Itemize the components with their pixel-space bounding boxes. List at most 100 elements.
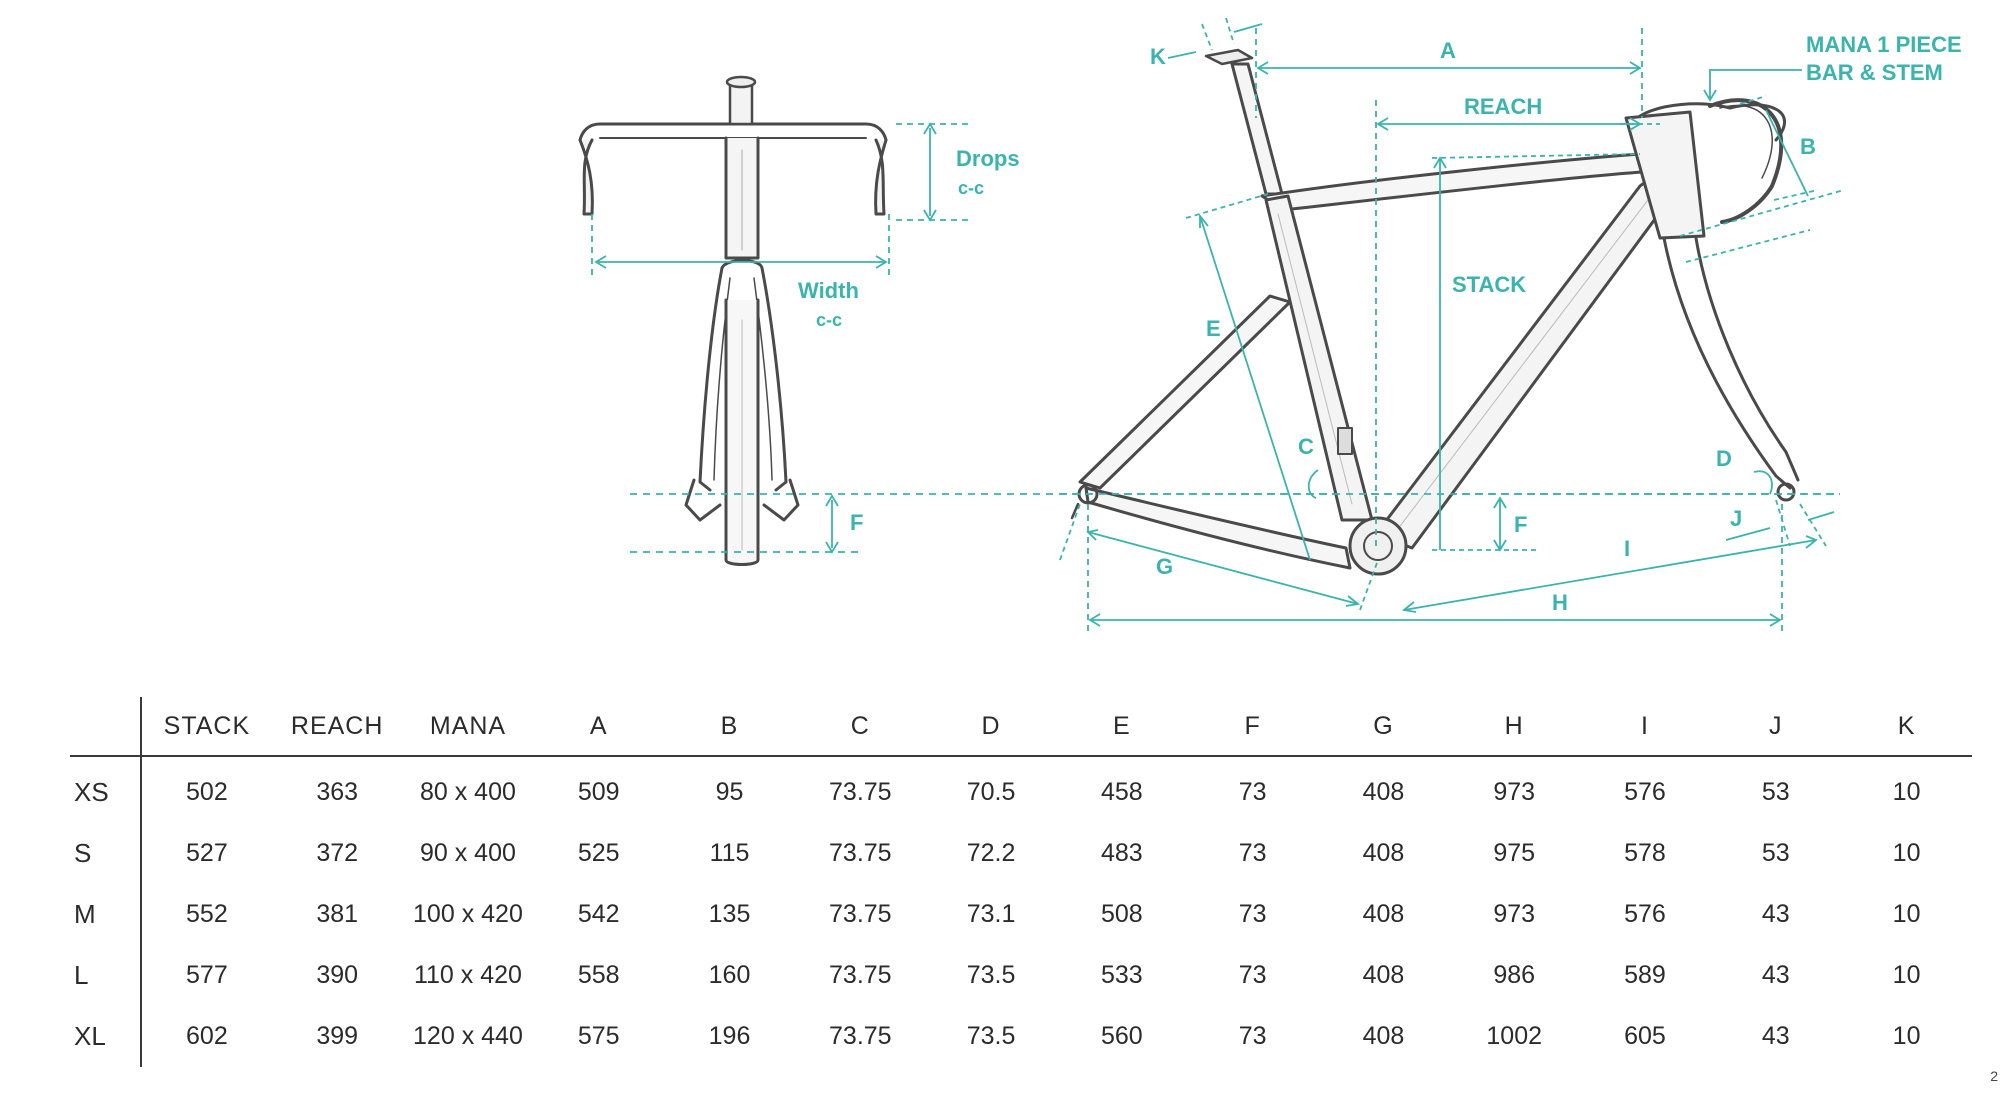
col-header-c: C <box>850 711 870 740</box>
drops-sub-label: c-c <box>958 178 984 198</box>
page-number: 2 <box>1990 1068 1998 1084</box>
k-label: K <box>1150 44 1166 69</box>
side-view-labels: K A REACH STACK B E C D J F G H I MANA 1… <box>1150 32 1962 615</box>
table-cell: 589 <box>1624 961 1666 989</box>
b-label: B <box>1800 134 1816 159</box>
width-sub-label: c-c <box>816 310 842 330</box>
table-cell: 605 <box>1624 1022 1666 1050</box>
table-cell: 552 <box>186 900 228 928</box>
table-cell: 542 <box>577 900 620 928</box>
col-header-f: F <box>1244 711 1261 740</box>
table-cell: 10 <box>1892 1022 1921 1050</box>
table-cell: 973 <box>1493 900 1536 928</box>
d-label: D <box>1716 446 1732 471</box>
col-header-b: B <box>720 711 739 740</box>
geometry-table: STACK REACH MANA A B C D E F G H I J K X… <box>70 697 1972 1067</box>
size-label: L <box>70 945 142 1006</box>
col-header-d: D <box>981 711 1001 740</box>
mana-callout-line1: MANA 1 PIECE <box>1806 32 1962 57</box>
drops-label: Drops <box>956 146 1020 171</box>
side-f-label: F <box>1514 512 1527 537</box>
table-cell: 576 <box>1624 778 1666 806</box>
table-cell: 399 <box>316 1022 359 1050</box>
table-cell: 558 <box>577 961 620 989</box>
table-cell: 10 <box>1892 778 1921 806</box>
col-header-mana: MANA <box>429 711 507 740</box>
size-label: XS <box>70 756 142 823</box>
table-cell: 576 <box>1624 900 1666 928</box>
table-cell: 73.75 <box>829 900 892 928</box>
table-cell: 458 <box>1101 778 1143 806</box>
table-cell: 160 <box>708 961 751 989</box>
table-cell: 53 <box>1761 778 1790 806</box>
front-view-drawing <box>578 75 888 566</box>
table-cell: 502 <box>186 778 228 806</box>
table-cell: 10 <box>1892 900 1921 928</box>
table-cell: 100 x 420 <box>413 900 523 928</box>
col-header-h: H <box>1504 711 1524 740</box>
table-cell: 408 <box>1362 778 1405 806</box>
table-cell: 73.1 <box>966 900 1016 928</box>
table-cell: 73.75 <box>829 961 892 989</box>
side-view-frame <box>1070 48 1800 576</box>
width-label: Width <box>798 278 859 303</box>
table-cell: 73 <box>1238 778 1267 806</box>
table-cell: 43 <box>1761 900 1790 928</box>
table-cell: 560 <box>1101 1022 1143 1050</box>
table-cell: 73 <box>1238 900 1267 928</box>
side-view-dimensions <box>1059 17 1845 636</box>
table-cell: 73 <box>1238 1022 1267 1050</box>
col-header-stack: STACK <box>163 711 251 740</box>
table-cell: 408 <box>1362 839 1405 867</box>
table-cell: 120 x 440 <box>413 1022 523 1050</box>
table-cell: 53 <box>1761 839 1790 867</box>
front-view-labels: Drops c-c Width c-c F <box>798 146 1020 535</box>
table-cell: 578 <box>1624 839 1666 867</box>
table-cell: 73.5 <box>966 961 1016 989</box>
table-cell: 508 <box>1101 900 1143 928</box>
table-cell: 73.75 <box>829 778 892 806</box>
table-cell: 527 <box>186 839 228 867</box>
col-header-i: I <box>1641 711 1649 740</box>
table-cell: 135 <box>708 900 751 928</box>
table-cell: 408 <box>1362 1022 1405 1050</box>
table-cell: 381 <box>316 900 359 928</box>
table-cell: 533 <box>1101 961 1143 989</box>
table-cell: 110 x 420 <box>413 961 522 989</box>
c-label: C <box>1298 434 1314 459</box>
table-cell: 115 <box>709 839 750 867</box>
table-cell: 975 <box>1493 839 1536 867</box>
table-cell: 73.5 <box>966 1022 1016 1050</box>
col-header-j: J <box>1769 711 1783 740</box>
table-cell: 408 <box>1362 900 1405 928</box>
size-label: M <box>70 884 142 945</box>
table-cell: 10 <box>1892 961 1921 989</box>
h-label: H <box>1552 590 1568 615</box>
size-label: XL <box>70 1006 142 1067</box>
table-cell: 483 <box>1101 839 1143 867</box>
table-cell: 1002 <box>1486 1022 1543 1050</box>
table-cell: 363 <box>316 778 359 806</box>
reach-label: REACH <box>1464 94 1542 119</box>
table-cell: 577 <box>186 961 228 989</box>
table-cell: 986 <box>1493 961 1536 989</box>
table-cell: 73.75 <box>829 839 892 867</box>
table-header-row: STACK REACH MANA A B C D E F G H I J K <box>70 697 1972 756</box>
table-cell: 70.5 <box>966 778 1016 806</box>
mana-callout-line2: BAR & STEM <box>1806 60 1943 85</box>
a-label: A <box>1440 38 1456 63</box>
table-cell: 509 <box>577 778 620 806</box>
table-cell: 90 x 400 <box>419 839 516 867</box>
i-label: I <box>1624 536 1630 561</box>
size-label: S <box>70 823 142 884</box>
table-cell: 72.2 <box>966 839 1016 867</box>
table-cell: 372 <box>316 839 359 867</box>
col-header-k: K <box>1897 711 1916 740</box>
table-cell: 73 <box>1238 961 1267 989</box>
table-row: M 552 381 100 x 420 542 135 73.75 73.1 508 73 408 9… <box>70 884 1972 945</box>
table-cell: 80 x 400 <box>419 778 516 806</box>
table-cell: 602 <box>186 1022 228 1050</box>
